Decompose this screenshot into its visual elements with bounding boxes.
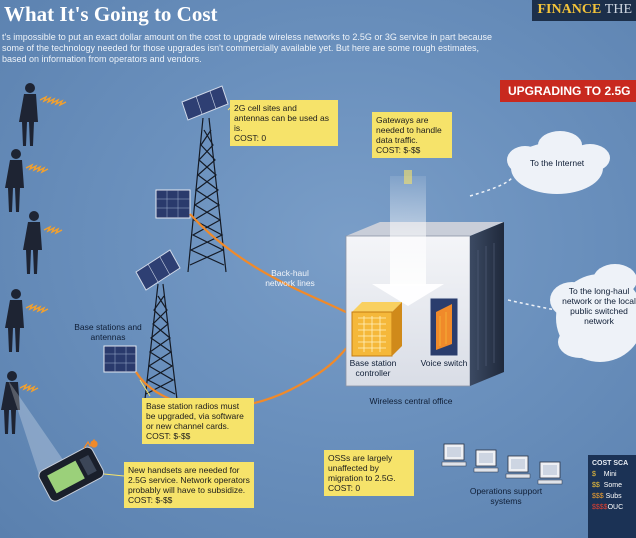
label-oss-systems: Operations support systems [469, 486, 543, 506]
callout-radios: Base station radios must be upgraded, vi… [142, 398, 254, 444]
callout-text: Gateways are needed to handle data traff… [376, 115, 442, 145]
legend-row: $$ Some [592, 480, 636, 491]
label-central-office: Wireless central office [369, 396, 453, 406]
handset-device [38, 446, 105, 502]
bsc-box [351, 302, 402, 357]
equipment-box-2 [103, 345, 137, 373]
label-base-stations: Base stations and antennas [74, 322, 142, 342]
legend-text: Some [603, 482, 622, 489]
callout-cost: COST: $-$$ [146, 431, 191, 441]
callout-cost: COST: 0 [328, 483, 361, 493]
callout-text: OSSs are largely unaffected by migration… [328, 453, 396, 483]
callout-cost: COST: $-$$ [376, 145, 421, 155]
legend-symbol: $$ [592, 482, 600, 489]
handset-beam [8, 380, 70, 478]
label-internet: To the Internet [529, 158, 585, 168]
callout-cost: COST: 0 [234, 133, 267, 143]
label-backhaul: Back-haul network lines [265, 268, 315, 288]
label-bsc: Base station controller [349, 358, 397, 378]
legend-symbol: $ [592, 471, 596, 478]
label-longhaul: To the long-haul network or the local pu… [562, 286, 636, 326]
upgrade-banner: UPGRADING TO 2.5G [500, 80, 636, 102]
legend-text: Subs [605, 493, 622, 500]
signal-zigzags [19, 95, 67, 393]
publication-brand: FINANCE THE [531, 0, 636, 21]
equipment-box-1 [155, 189, 191, 219]
legend-row: $$$ Subs [592, 491, 636, 502]
cloud-longhaul [550, 264, 636, 362]
legend-text: Mini [603, 471, 617, 478]
page-title: What It's Going to Cost [4, 2, 218, 26]
intro-paragraph: t's impossible to put an exact dollar am… [2, 32, 492, 64]
callout-text: 2G cell sites and antennas can be used a… [234, 103, 329, 133]
callout-cell-sites: 2G cell sites and antennas can be used a… [230, 100, 338, 146]
cell-tower-2 [143, 283, 179, 409]
handset-signal [83, 438, 98, 449]
antenna-panel-1 [181, 85, 229, 121]
legend-row: $$$$OUC [592, 502, 636, 513]
legend-symbol: $$$ [592, 493, 604, 500]
callout-gateways: Gateways are needed to handle data traff… [372, 112, 452, 158]
data-arrow [372, 170, 444, 306]
callout-text: New handsets are needed for 2.5G service… [128, 465, 250, 495]
callout-handsets: New handsets are needed for 2.5G service… [124, 462, 254, 508]
cloud-internet [507, 131, 610, 194]
callout-text: Base station radios must be upgraded, vi… [146, 401, 244, 431]
legend-symbol: $$$$ [592, 504, 608, 511]
legend-text: OUC [607, 504, 624, 511]
person-silhouettes [1, 83, 42, 434]
legend-row: $ Mini [592, 469, 636, 480]
brand-suffix: THE [604, 2, 632, 17]
legend-title: COST SCA [592, 460, 629, 467]
cell-tower-1 [187, 117, 227, 273]
callout-oss: OSSs are largely unaffected by migration… [324, 450, 414, 496]
oss-computers [441, 443, 563, 485]
voice-switch-box [429, 297, 459, 357]
cost-scale-legend: COST SCA $ Mini $$ Some $$$ Subs $$$$OUC [588, 455, 636, 538]
label-voice-switch: Voice switch [420, 358, 468, 368]
brand-name: FINANCE [537, 2, 602, 17]
antenna-panel-2 [135, 249, 181, 291]
callout-cost: COST: $-$$ [128, 495, 173, 505]
